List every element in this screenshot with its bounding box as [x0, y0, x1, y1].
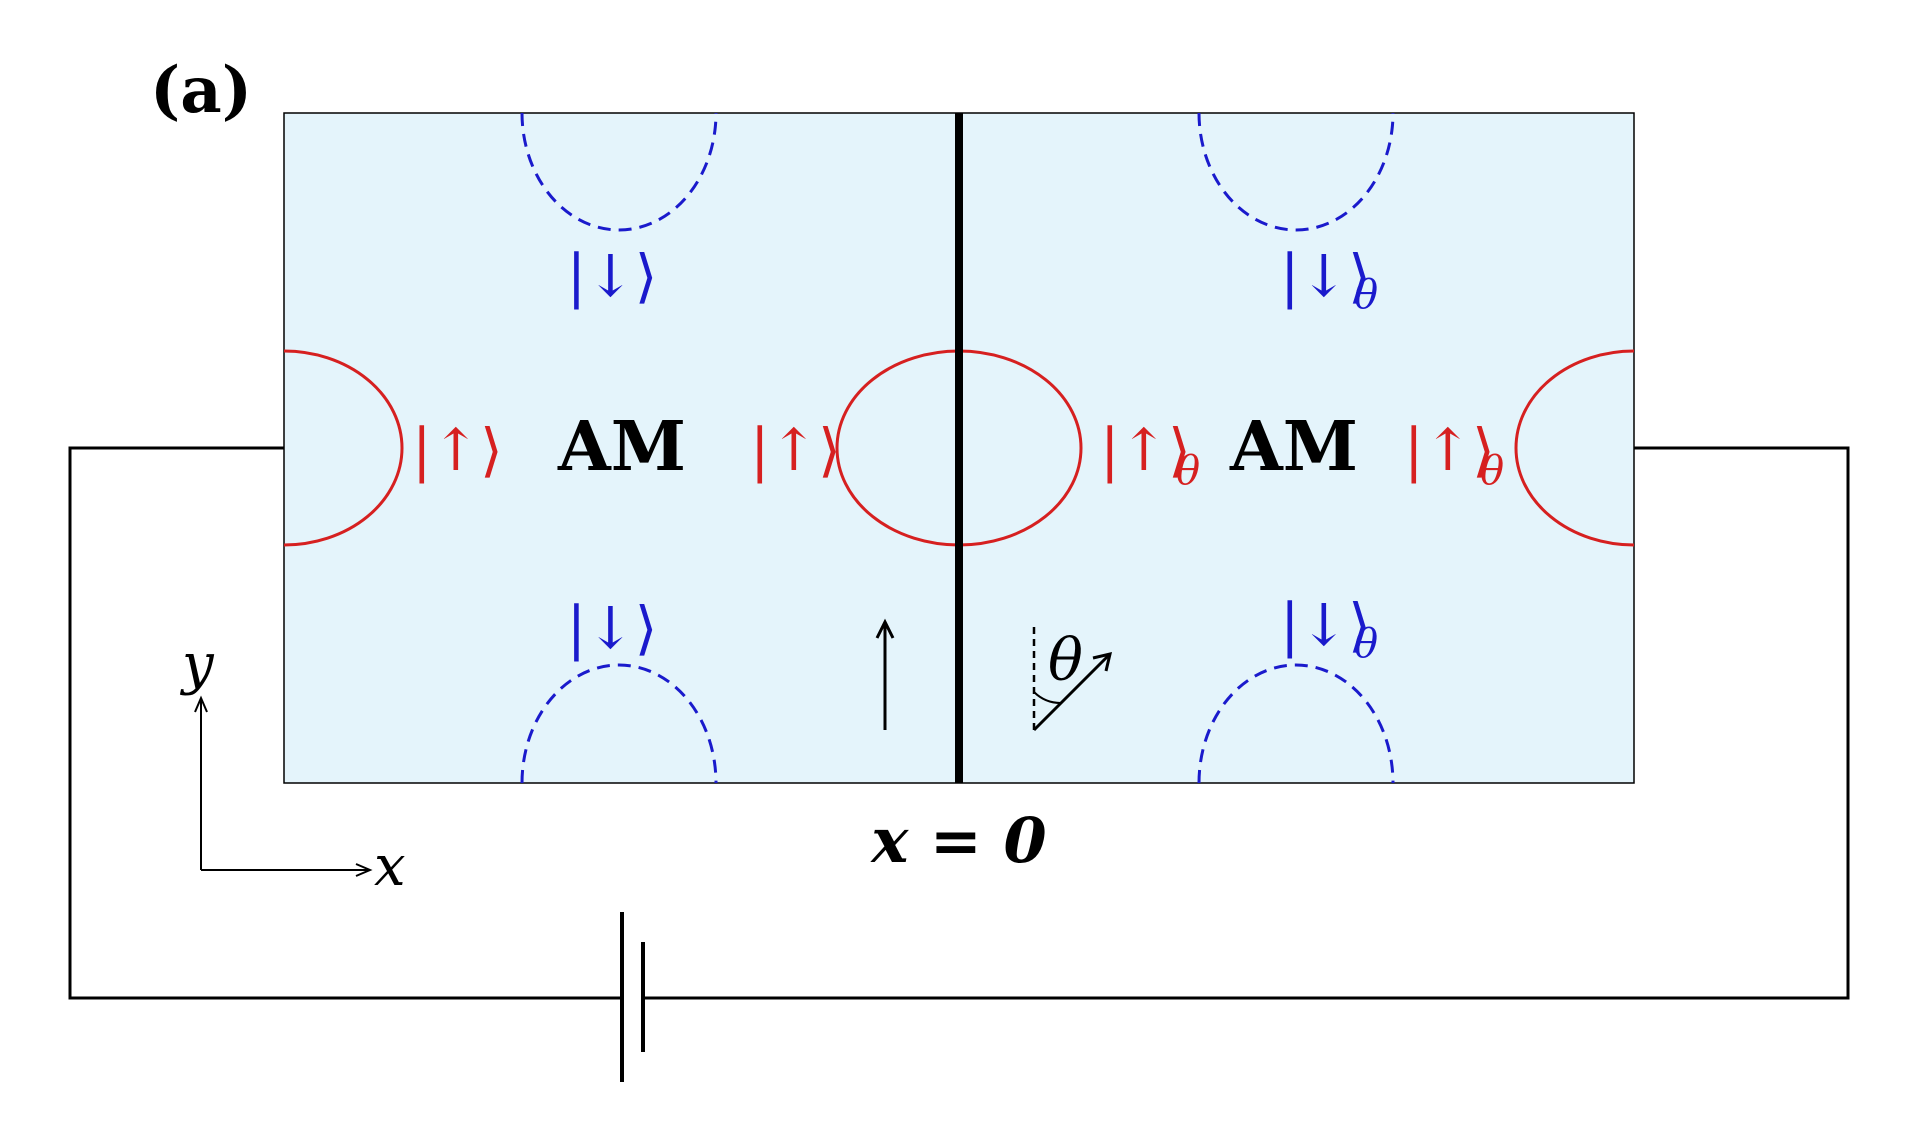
angle-theta-label: θ — [1048, 626, 1083, 694]
left-spin-up-left-contour — [283, 349, 404, 547]
right-spin-down-bottom-contour — [1197, 663, 1395, 784]
right-fermi-surfaces — [1197, 112, 1635, 784]
x-axis-label: x — [374, 834, 406, 899]
svg-text:|↑⟩: |↑⟩ — [1404, 416, 1495, 484]
left-spin-down-bottom-contour — [520, 663, 718, 784]
circuit-wire-left — [68, 446, 622, 1000]
right-moment-arrow — [1032, 622, 1113, 732]
right-spin-up-left-label: |↑⟩ θ — [1100, 416, 1200, 494]
right-spin-down-bottom-label: |↓⟩ θ — [1280, 591, 1378, 667]
left-fermi-surfaces — [283, 112, 718, 784]
svg-text:θ: θ — [1176, 448, 1200, 494]
circuit — [68, 446, 1850, 1082]
right-spin-down-top-label: |↓⟩ θ — [1280, 242, 1378, 318]
svg-text:θ: θ — [1480, 448, 1504, 494]
y-axis-label: y — [179, 632, 215, 697]
left-spin-down-bottom-label: |↓⟩ — [567, 594, 658, 662]
svg-text:|↑⟩: |↑⟩ — [1100, 416, 1191, 484]
right-spin-up-right-contour — [1514, 349, 1635, 547]
panel-label: (a) — [150, 53, 252, 128]
svg-text:|↓⟩: |↓⟩ — [1280, 242, 1371, 310]
svg-text:θ: θ — [1354, 272, 1378, 318]
right-spin-up-right-label: |↑⟩ θ — [1404, 416, 1504, 494]
right-am-label: AM — [1229, 407, 1358, 487]
coordinate-axes — [194, 695, 373, 877]
svg-text:|↓⟩: |↓⟩ — [1280, 591, 1371, 659]
svg-text:θ: θ — [1354, 621, 1378, 667]
interface-position-label: x = 0 — [869, 804, 1046, 877]
left-spin-down-top-label: |↓⟩ — [567, 242, 658, 310]
right-spin-down-top-contour — [1197, 112, 1395, 232]
left-spin-up-left-label: |↑⟩ — [412, 416, 503, 484]
left-am-label: AM — [557, 407, 686, 487]
left-spin-down-top-contour — [520, 112, 718, 232]
left-moment-arrow — [875, 618, 895, 730]
angle-arc — [1033, 691, 1062, 705]
circuit-wire-right — [643, 446, 1850, 1000]
left-spin-up-right-label: |↑⟩ — [750, 416, 841, 484]
